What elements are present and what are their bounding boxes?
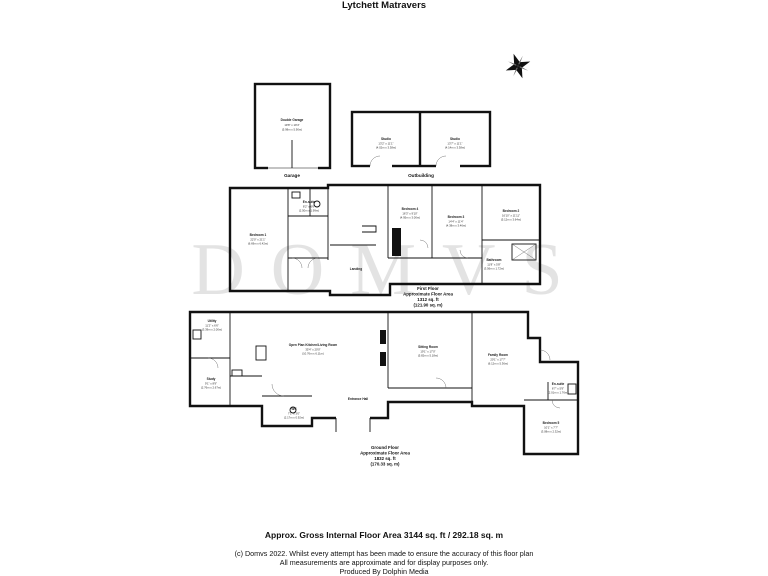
room-dimensions: 8'2" x 6'6" — [303, 205, 315, 209]
room-dimensions: (6.69m x 6.42m) — [248, 242, 268, 246]
room-name: Bedroom 3 — [448, 215, 465, 219]
outbuilding — [350, 110, 492, 168]
room-dimensions: 19'1" x 17'0" — [420, 350, 435, 354]
room-name: Utility — [208, 319, 217, 323]
room-dimensions: 9'1" x 8'9" — [205, 382, 217, 386]
page-title: Lytchett Matravers — [341, 0, 427, 11]
room-dimensions: 7'1" x 3'0" — [288, 412, 300, 416]
footer-measurements: All measurements are approximate and for… — [279, 558, 489, 567]
room-dimensions: (5.82m x 5.18m) — [418, 354, 438, 358]
room-dimensions: (10.76m x 6.11m) — [302, 352, 324, 356]
room-name: Bathroom — [486, 258, 501, 262]
room-dimensions: 35'4" x 20'0" — [305, 348, 320, 352]
outbuilding-label: Outbuilding — [408, 173, 434, 178]
room-name: Bedroom 5 — [543, 421, 560, 425]
room-dimensions: (5.98m x 5.90m) — [282, 128, 302, 132]
room-dimensions: (4.38m x 3.46m) — [446, 224, 466, 228]
footer-disclaimer: (c) Domvs 2022. Whilst every attempt has… — [234, 549, 534, 558]
room-name: En-suite — [303, 200, 316, 204]
gross-internal-area: Approx. Gross Internal Floor Area 3144 s… — [264, 530, 504, 540]
compass-icon — [505, 53, 531, 79]
room-name: Landing — [350, 267, 362, 271]
room-dimensions: (2.76m x 2.67m) — [201, 386, 221, 390]
first-floor-area-sqm: (121.90 sq. m) — [413, 303, 443, 308]
room-name: Sitting Room — [418, 345, 438, 349]
room-dimensions: 10'1" x 7'7" — [544, 426, 558, 430]
room-dimensions: 14'4" x 11'4" — [448, 220, 463, 224]
room-dimensions: (5.12m x 3.64m) — [501, 218, 521, 222]
room-name: Bedroom 2 — [503, 209, 520, 213]
room-dimensions: (2.17m x 0.92m) — [284, 416, 304, 420]
room-name: Bedroom 1 — [250, 233, 267, 237]
room-name: En-suite — [552, 382, 565, 386]
room-dimensions: (2.01m x 1.76m) — [548, 391, 568, 395]
footer-producer: Produced By Dolphin Media — [339, 567, 429, 576]
room-dimensions: 19'8" x 19'4" — [284, 123, 299, 127]
room-dimensions: (3.39m x 2.00m) — [202, 328, 222, 332]
room-dimensions: 16'3" x 9'10" — [402, 212, 417, 216]
room-dimensions: 11'2" x 6'6" — [205, 324, 219, 328]
first-floor-plan — [228, 183, 542, 297]
room-name: Studio — [381, 137, 391, 141]
room-dimensions: (3.56m x 1.72m) — [484, 267, 504, 271]
first-floor-label: First Floor — [417, 286, 439, 291]
room-name: Family Room — [488, 353, 508, 357]
room-dimensions: 13'2" x 11'1" — [378, 142, 393, 146]
room-dimensions: (4.02m x 3.38m) — [376, 146, 396, 150]
room-name: Entrance Hall — [348, 397, 368, 401]
room-dimensions: 6'7" x 5'9" — [552, 387, 564, 391]
garage-building — [253, 82, 332, 170]
ground-floor-plan — [188, 310, 580, 456]
ground-floor-label: Ground Floor — [371, 445, 399, 450]
watermark: DOMVS — [191, 229, 589, 311]
first-floor-area-sqft: 1312 sq. ft — [417, 297, 439, 302]
garage-label: Garage — [284, 173, 300, 178]
first-floor-area-title: Approximate Floor Area — [403, 292, 453, 297]
room-dimensions: 13'7" x 11'1" — [447, 142, 462, 146]
ground-floor-area-title: Approximate Floor Area — [360, 451, 410, 456]
room-dimensions: (4.14m x 3.38m) — [445, 146, 465, 150]
room-dimensions: 11'8" x 5'8" — [487, 263, 501, 267]
room-dimensions: (2.50m x 1.99m) — [299, 209, 319, 213]
room-dimensions: 20'1" x 17'7" — [490, 358, 505, 362]
room-name: Double Garage — [281, 118, 304, 122]
room-dimensions: (6.12m x 5.36m) — [488, 362, 508, 366]
room-dimensions: 22'0" x 21'1" — [250, 238, 265, 242]
ground-floor-area-sqm: (170.33 sq. m) — [370, 462, 400, 467]
room-dimensions: (3.08m x 2.32m) — [541, 430, 561, 434]
room-dimensions: 16'10" x 11'11" — [502, 214, 520, 218]
room-name: WC — [291, 407, 297, 411]
ground-floor-area-sqft: 1832 sq. ft — [374, 456, 396, 461]
room-dimensions: (4.95m x 3.00m) — [400, 216, 420, 220]
room-name: Study — [207, 377, 216, 381]
room-name: Open Plan Kitchen/Living Room — [289, 343, 338, 347]
room-name: Studio — [450, 137, 460, 141]
room-name: Bedroom 4 — [402, 207, 419, 211]
